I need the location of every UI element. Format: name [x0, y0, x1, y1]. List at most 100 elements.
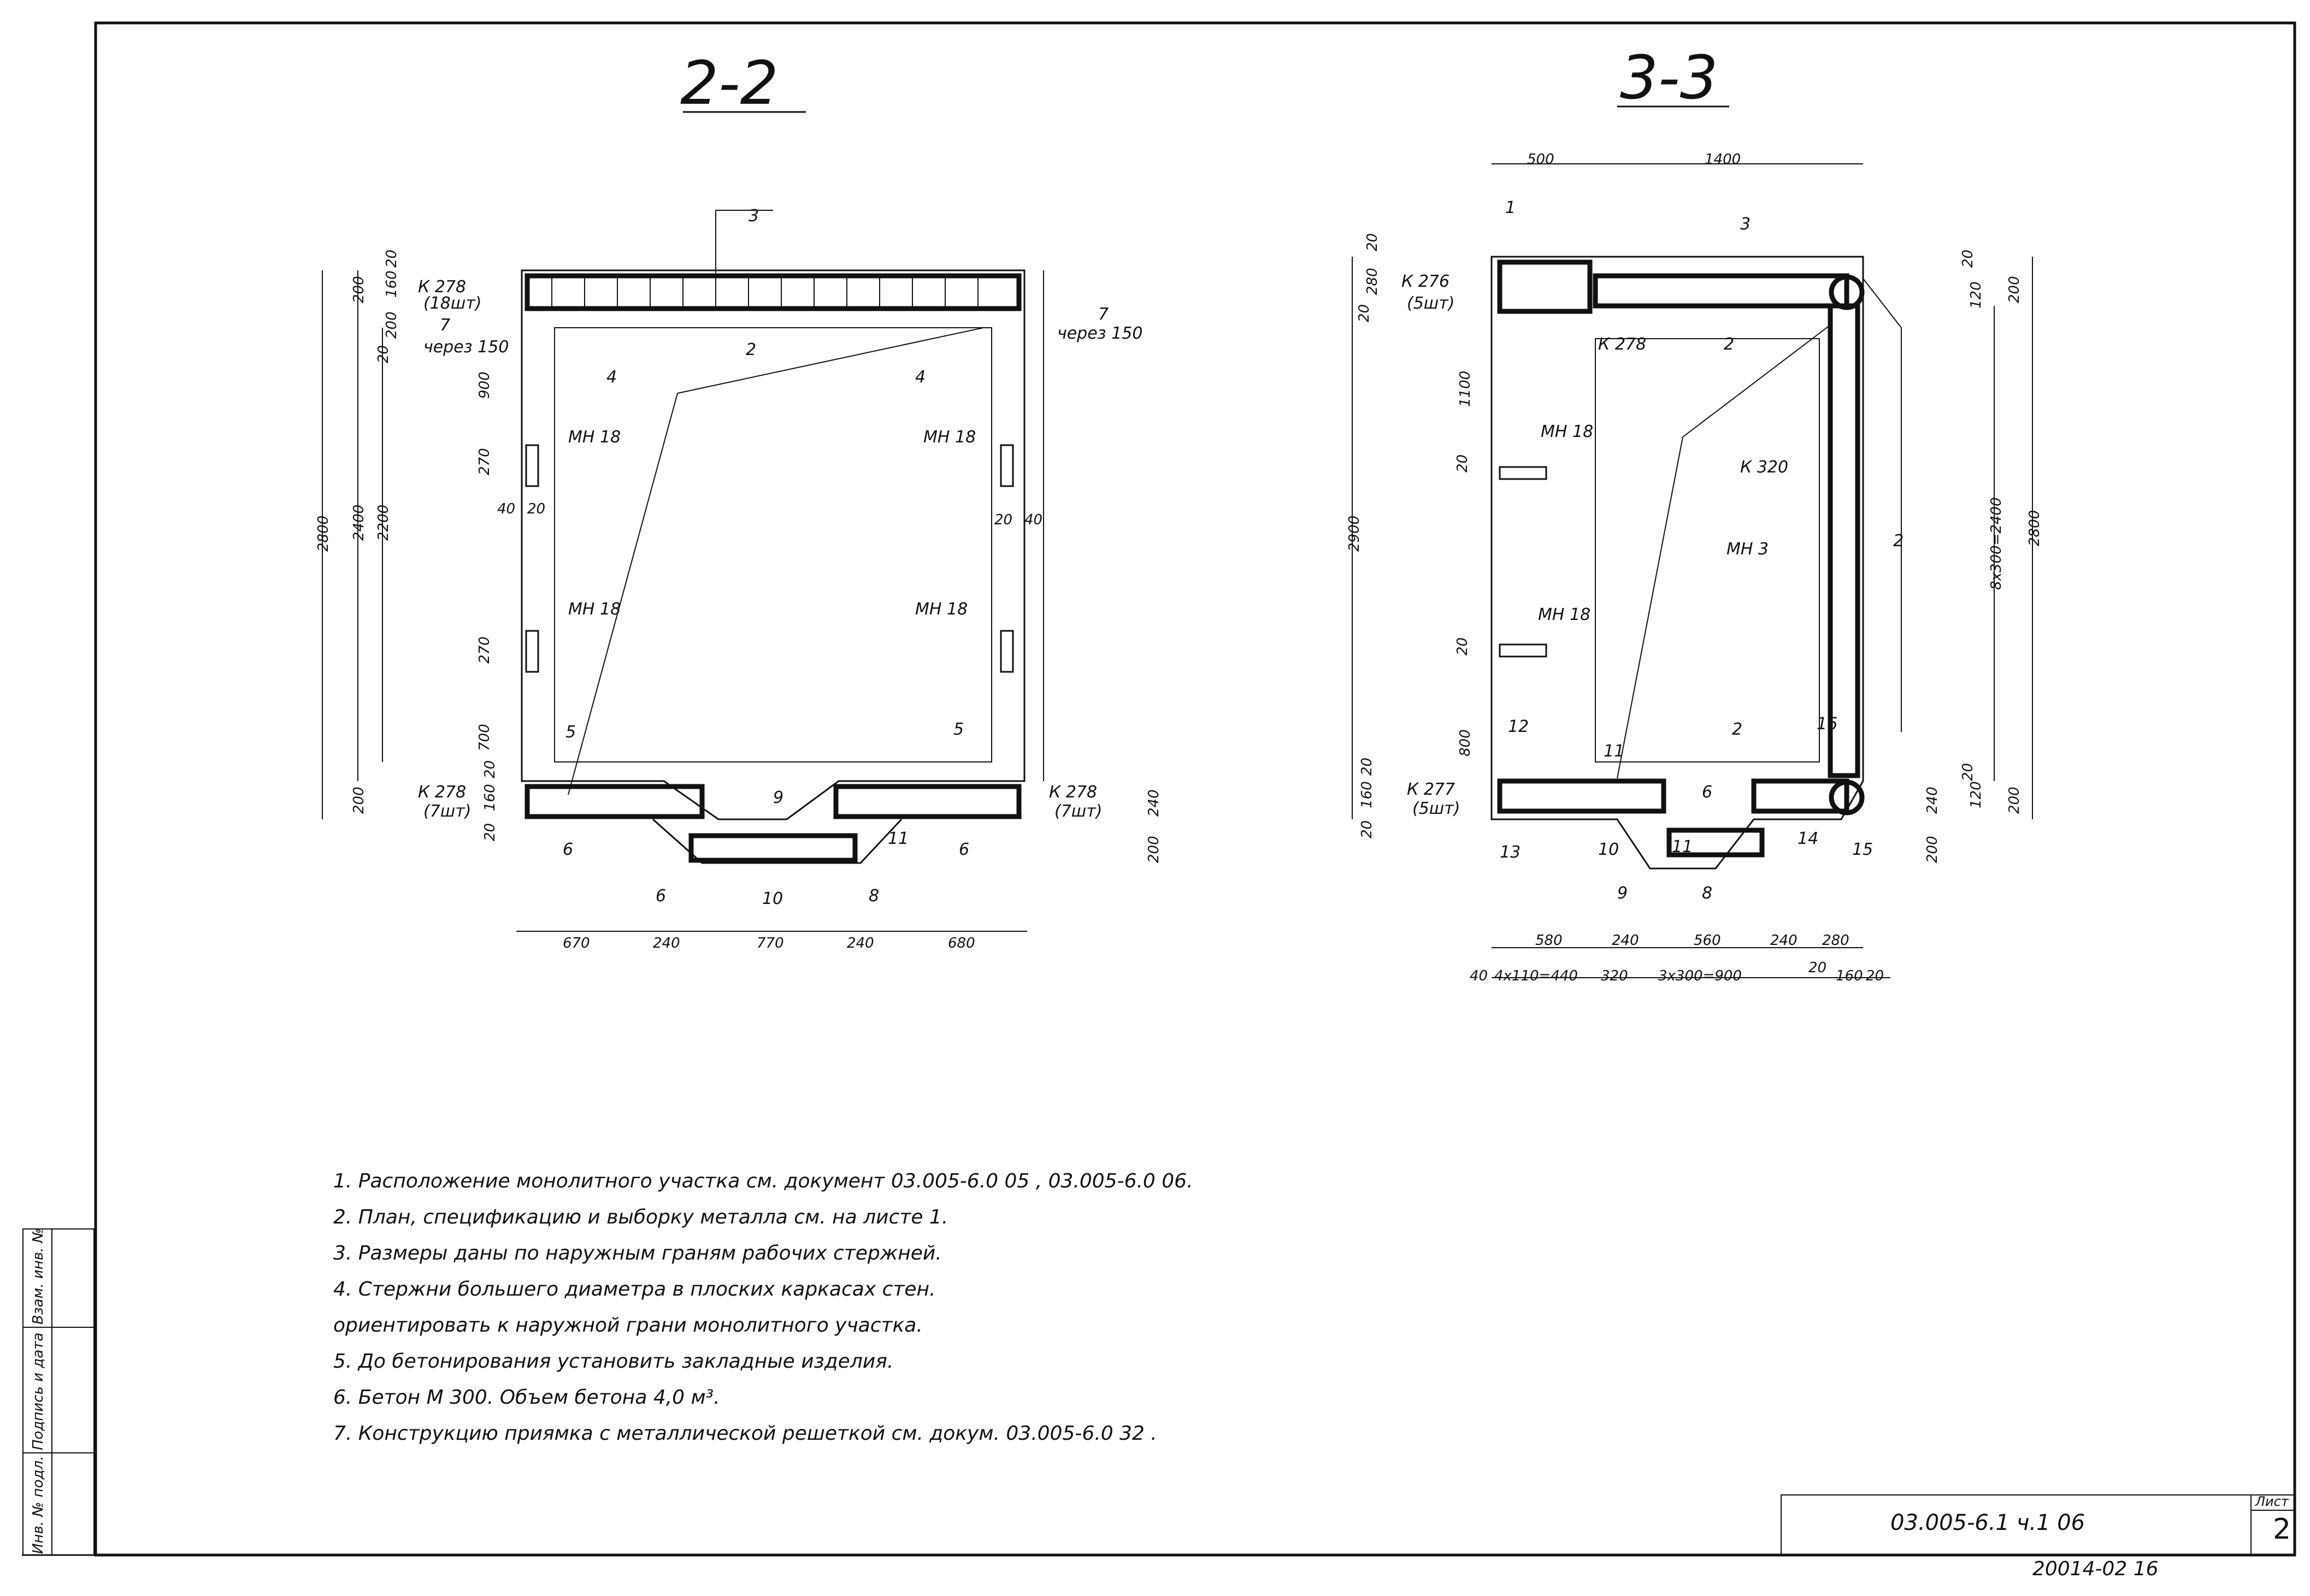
plate-mn18-top [1499, 466, 1547, 480]
corner-rebar-top [1829, 274, 1865, 310]
pit-rebar [688, 833, 858, 863]
dim-v4: 900 [476, 371, 493, 399]
note-2: 2. План, спецификацию и выборку металла … [333, 1206, 948, 1228]
dim-m2: 120 [1968, 781, 1984, 808]
dim-v1: 160 [384, 270, 400, 298]
section-outline [521, 269, 1026, 820]
label-p2b: 2 [1893, 531, 1904, 551]
inner-outline [554, 327, 992, 762]
label-p1: 1 [1505, 198, 1516, 217]
dim-bb4: 20 [1808, 960, 1826, 976]
dim-l8: 20 [1359, 820, 1375, 838]
dim-b4: 280 [1822, 932, 1849, 949]
leader-11 [1617, 436, 1683, 779]
dim-bb2: 320 [1601, 968, 1628, 984]
dim-m0: 40 [497, 501, 515, 517]
dim-m3: 40 [1024, 512, 1042, 528]
plate-mn18-tl [525, 444, 539, 487]
dim-l7: 160 [1359, 781, 1375, 808]
label-p3: 3 [749, 206, 759, 226]
label-bottom-mesh: К 278 [418, 783, 466, 802]
label-top-mesh-qty: (5шт) [1407, 294, 1454, 313]
label-p7l: 7 [440, 316, 450, 335]
dim-m1: 120 [1968, 281, 1984, 309]
note-7: 7. Конструкцию приямка с металлической р… [333, 1422, 1157, 1445]
dim-b1: 240 [653, 935, 680, 951]
section-3-3: 3-3 К 276 (5шт) К 277 (5шт) К 278 К 320 … [1346, 43, 2043, 984]
dim-t1: 1400 [1705, 151, 1741, 168]
label-p3: 3 [1740, 215, 1751, 234]
label-p4l: 4 [606, 368, 617, 387]
dim-m3: 20 [1960, 763, 1976, 781]
leader-7b [568, 393, 678, 795]
label-p11a: 11 [1672, 837, 1693, 856]
label-top-mesh: К 278 [418, 277, 466, 297]
label-p16: 16 [1817, 714, 1837, 734]
dim-bb0: 40 [1470, 968, 1488, 984]
label-p12: 12 [1508, 717, 1529, 736]
bottom-left-rebar [1497, 778, 1666, 814]
dim-r3: 200 [2006, 787, 2023, 814]
title-block [1781, 1494, 2295, 1556]
label-mn-top: МН 18 [1541, 422, 1593, 441]
label-mn-tr: МН 18 [923, 428, 976, 447]
label-right-bottom-mesh-qty: (7шт) [1054, 802, 1102, 821]
label-mn-bl: МН 18 [568, 600, 621, 619]
dim-m5: 200 [1146, 836, 1162, 863]
dim-v10: 20 [482, 823, 498, 841]
label-p2c: 2 [1732, 720, 1742, 739]
label-via-left: через 150 [423, 338, 509, 357]
leader-2 [1863, 278, 1902, 328]
label-top-mesh-qty: (18шт) [423, 294, 482, 313]
section-title: 3-3 [1620, 43, 1718, 113]
pit-outline [652, 818, 903, 864]
label-p5l: 5 [565, 723, 576, 742]
top-rebar-band [1593, 273, 1849, 309]
label-mn3: МН 3 [1726, 540, 1769, 559]
note-1: 1. Расположение монолитного участка см. … [333, 1170, 1193, 1192]
label-k278: К 278 [1598, 335, 1646, 354]
document-code: 03.005-6.1 ч.1 06 [1890, 1510, 2085, 1535]
dim-m4: 20 [1454, 454, 1471, 472]
dim-t0: 500 [1527, 151, 1554, 168]
dim-l3: 200 [351, 276, 367, 303]
label-top-mesh: К 276 [1401, 272, 1449, 291]
label-p2a: 2 [1724, 335, 1734, 354]
dim-l0: 2900 [1346, 516, 1363, 552]
bottom-left-rebar [525, 784, 705, 819]
note-3: 3. Размеры даны по наружным граням рабоч… [333, 1242, 942, 1264]
dim-l3: 20 [1356, 304, 1372, 322]
leader-7 [677, 327, 984, 394]
label-p11: 11 [888, 829, 909, 848]
label-p6a: 6 [563, 840, 573, 859]
plate-mn18-bot [1499, 643, 1547, 658]
bottom-right-rebar [833, 784, 1022, 819]
dim-l1: 2400 [351, 505, 367, 541]
label-bottom-mesh-qty: (5шт) [1412, 799, 1460, 818]
dim-bb6: 20 [1866, 968, 1884, 984]
plate-mn18-bl [525, 630, 539, 673]
section-outline [1490, 256, 1864, 870]
plate-mn18-br [1000, 630, 1014, 673]
dim-r4: 240 [1924, 787, 1941, 814]
label-p14: 14 [1798, 829, 1818, 848]
dim-l6: 20 [1359, 758, 1375, 776]
label-p8: 8 [869, 886, 879, 906]
dim-b2: 770 [757, 935, 784, 951]
dim-r5: 200 [1924, 836, 1941, 863]
dim-v7: 700 [476, 724, 493, 751]
note-5: 5. До бетонирования установить закладные… [333, 1350, 894, 1373]
dim-l2: 280 [1364, 268, 1381, 295]
dim-m1: 20 [527, 501, 545, 517]
dim-b4: 680 [948, 935, 975, 951]
dim-l4: 200 [351, 787, 367, 814]
note-4: 4. Стержни большего диаметра в плоских к… [333, 1278, 936, 1301]
dim-v8: 20 [482, 760, 498, 778]
dim-r2: 200 [2006, 276, 2023, 303]
dim-m0: 20 [1960, 250, 1976, 268]
dim-v2: 200 [384, 311, 400, 339]
label-p6c: 6 [959, 840, 969, 859]
label-p5r: 5 [953, 720, 964, 739]
dim-v3: 20 [375, 345, 392, 363]
